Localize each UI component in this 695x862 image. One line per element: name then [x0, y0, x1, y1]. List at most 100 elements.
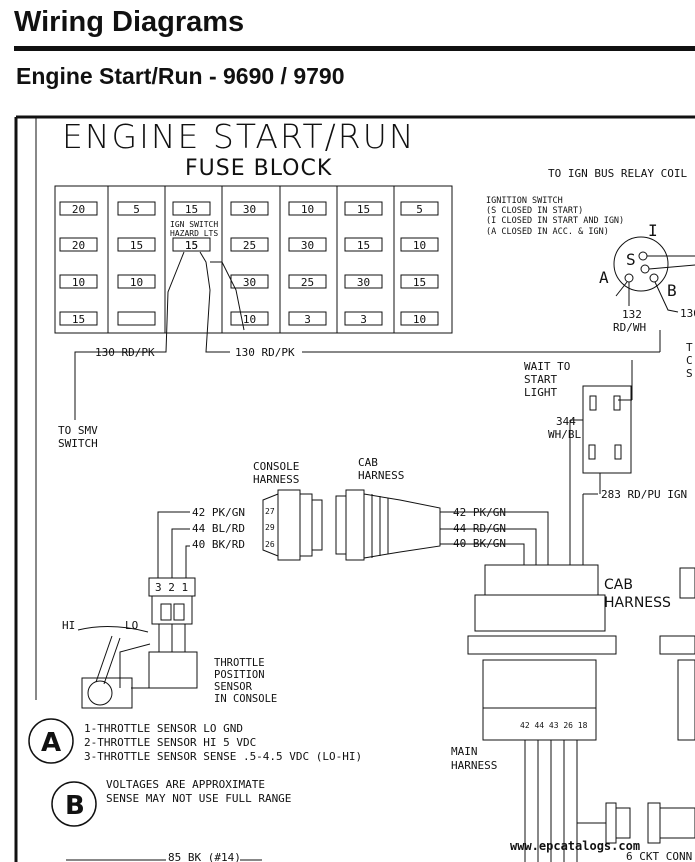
- wire-344-label: 344: [556, 415, 576, 428]
- fuse-rating: 10: [413, 313, 426, 326]
- right-edge-label-2: C: [686, 354, 693, 367]
- fuse-slot: [230, 201, 269, 216]
- note-a-line-1: 1-THROTTLE SENSOR LO GND: [84, 722, 243, 735]
- ignition-switch-note-3: (A CLOSED IN ACC. & IGN): [486, 227, 609, 237]
- section-title: Wiring Diagrams: [14, 6, 245, 38]
- cab-label-right: CAB: [604, 577, 633, 593]
- lo-label: LO: [125, 619, 138, 632]
- ign-fuse-slot: [172, 237, 211, 252]
- fuse-slot: [344, 274, 383, 289]
- left-wire-44: 44 BL/RD: [192, 522, 245, 535]
- fuse-rating: 25: [301, 276, 314, 289]
- ignition-switch-note-1: (S CLOSED IN START): [486, 206, 583, 216]
- callout-a: [28, 718, 74, 764]
- six-ckt-connector: [577, 802, 695, 844]
- fuse-slot: [400, 274, 439, 289]
- fuse-rating: 3: [360, 313, 367, 326]
- in-console-label: IN CONSOLE: [214, 693, 277, 705]
- callout-a-letter: A: [41, 728, 61, 758]
- ign-switch-label: IGN SWITCH: [170, 220, 218, 229]
- right-wire-42: 42 PK/GN: [453, 506, 506, 519]
- right-wire-44: 44 RD/GN: [453, 522, 506, 535]
- fuse-rating: 15: [357, 239, 370, 252]
- fuse-rating: 30: [357, 276, 370, 289]
- fuse-rating: 25: [243, 239, 256, 252]
- wire-132-label: 132: [622, 308, 642, 321]
- note-b-line-1: VOLTAGES ARE APPROXIMATE: [106, 778, 265, 791]
- fuse-rating: 30: [243, 203, 256, 216]
- light-label: LIGHT: [524, 386, 557, 399]
- to-smv-switch-label: SWITCH: [58, 437, 98, 450]
- to-ign-bus-label: TO IGN BUS RELAY COIL: [548, 167, 687, 180]
- console-label: CONSOLE: [253, 460, 299, 473]
- console-wires: [157, 511, 549, 578]
- fuse-slot: [230, 274, 269, 289]
- fuse-slot: [172, 201, 211, 216]
- fuse-rating: 10: [72, 276, 85, 289]
- fuse-slot: [288, 311, 327, 326]
- fuse-rating: 15: [413, 276, 426, 289]
- wire-132-color-label: RD/WH: [613, 321, 646, 334]
- fuse-slot: [400, 237, 439, 252]
- pin-29: 29: [265, 523, 275, 532]
- fuse-rating: 30: [243, 276, 256, 289]
- throttle-label: THROTTLE: [214, 657, 265, 669]
- wire-130-left-label: 130 RD/PK: [95, 346, 155, 359]
- fuse-rating: 30: [301, 239, 314, 252]
- throttle-lever: [77, 625, 149, 709]
- right-edge-label-3: S: [686, 367, 693, 380]
- console-harness-label: HARNESS: [253, 473, 299, 486]
- note-b-line-2: SENSE MAY NOT USE FULL RANGE: [106, 792, 291, 805]
- right-edge-label-1: T: [686, 341, 693, 354]
- fuse-slot: [230, 311, 269, 326]
- term-b-label: B: [667, 281, 677, 300]
- wire-130-partial-label: 130: [680, 307, 695, 320]
- fuse-slot: [59, 201, 98, 216]
- fuse-slot: [288, 201, 327, 216]
- start-label: START: [524, 373, 557, 386]
- fuse-slot: [117, 201, 156, 216]
- connector-pins-label: 3 2 1: [155, 581, 188, 594]
- fuse-rating: 15: [130, 239, 143, 252]
- fuse-slot: [230, 237, 269, 252]
- diagram-title: ENGINE START/RUN: [62, 117, 416, 156]
- fuse-rating: 10: [130, 276, 143, 289]
- main-connector-pins: 42 44 43 26 18: [520, 721, 588, 730]
- ignition-switch: [613, 236, 695, 401]
- fuse-slots: 2020101551510151530253010103025315153035…: [59, 201, 439, 326]
- note-a-line-3: 3-THROTTLE SENSOR SENSE .5-4.5 VDC (LO-H…: [84, 750, 362, 763]
- fuse-slot: [344, 201, 383, 216]
- fuse-slot: [400, 311, 439, 326]
- header-rule: [14, 46, 695, 51]
- fuse-slot: [400, 201, 439, 216]
- fuse-slot: [59, 237, 98, 252]
- fuse-slot: [59, 274, 98, 289]
- callout-b-letter: B: [65, 791, 85, 821]
- fuse-rating: 5: [133, 203, 140, 216]
- callout-b: [51, 781, 97, 827]
- wire-283-label: 283 RD/PU IGN: [601, 488, 687, 501]
- cab-harness-label-top: HARNESS: [358, 469, 404, 482]
- bottom-wire-label: 85 BK (#14): [168, 851, 241, 862]
- fuse-rating: 15: [72, 313, 85, 326]
- fuse-slot: [288, 274, 327, 289]
- right-wire-40: 40 BK/GN: [453, 537, 506, 550]
- six-ckt-label: 6 CKT CONN: [626, 850, 692, 862]
- watermark: www.epcatalogs.com: [510, 839, 640, 853]
- fuse-rating: 3: [304, 313, 311, 326]
- cab-harness-connector: [467, 564, 695, 862]
- term-s-label: S: [626, 250, 636, 269]
- ign-fuse-rating: 15: [185, 239, 198, 252]
- fuse-slot: [288, 237, 327, 252]
- fuse-slot: [117, 274, 156, 289]
- fuse-rating: 20: [72, 239, 85, 252]
- fuse-slot: [344, 311, 383, 326]
- fuse-rating: 10: [301, 203, 314, 216]
- fuse-rating: 5: [416, 203, 423, 216]
- fuse-rating: 20: [72, 203, 85, 216]
- page-title: Engine Start/Run - 9690 / 9790: [16, 63, 345, 89]
- fuse-block-label: FUSE BLOCK: [185, 156, 332, 181]
- fuse-rating: 15: [185, 239, 198, 252]
- wait-to-label: WAIT TO: [524, 360, 570, 373]
